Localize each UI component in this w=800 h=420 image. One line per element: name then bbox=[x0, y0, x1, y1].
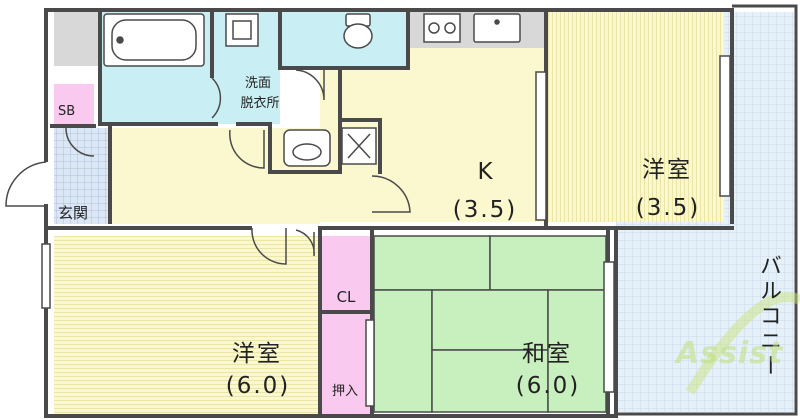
sb-label: SB bbox=[58, 104, 76, 119]
balcony-label: バルコニー bbox=[756, 254, 781, 379]
japanese-room-size: (6.0) bbox=[515, 373, 581, 399]
bathtub bbox=[103, 13, 205, 67]
entrance-floor bbox=[54, 128, 110, 224]
toilet bbox=[343, 13, 373, 49]
windows bbox=[41, 55, 731, 407]
western-room-a-floor bbox=[546, 12, 724, 222]
western-room-a-size: (3.5) bbox=[635, 195, 701, 221]
closet-label: CL bbox=[336, 288, 356, 306]
sb-area bbox=[54, 84, 94, 126]
entrance-label: 玄関 bbox=[58, 204, 89, 222]
kitchen-size: (3.5) bbox=[452, 197, 518, 223]
washroom-label-line1: 洗面 bbox=[244, 76, 271, 91]
japanese-room-name: 和室 bbox=[522, 341, 572, 367]
closet-floor bbox=[322, 236, 372, 312]
assist-watermark: Assist bbox=[676, 336, 784, 371]
washroom-label-line2: 脱衣所 bbox=[240, 96, 280, 111]
watermark-swoosh bbox=[685, 292, 800, 395]
top-left-tile bbox=[54, 12, 100, 66]
western-room-b-size: (6.0) bbox=[225, 373, 291, 399]
washbasin bbox=[283, 129, 331, 167]
balcony-rail bbox=[616, 4, 798, 416]
oshiire-floor bbox=[322, 314, 370, 414]
washing-machine-pan bbox=[341, 127, 377, 165]
kitchen-name: K bbox=[477, 159, 495, 185]
kitchen-sink bbox=[473, 13, 521, 43]
doors bbox=[5, 69, 411, 265]
western-room-b-name: 洋室 bbox=[232, 341, 282, 367]
shower-drain bbox=[225, 13, 259, 47]
western-room-b-floor bbox=[54, 236, 324, 414]
western-room-a-name: 洋室 bbox=[642, 157, 692, 183]
stove bbox=[423, 13, 461, 43]
oshiire-label: 押入 bbox=[331, 384, 358, 399]
tatami-room bbox=[373, 235, 607, 413]
